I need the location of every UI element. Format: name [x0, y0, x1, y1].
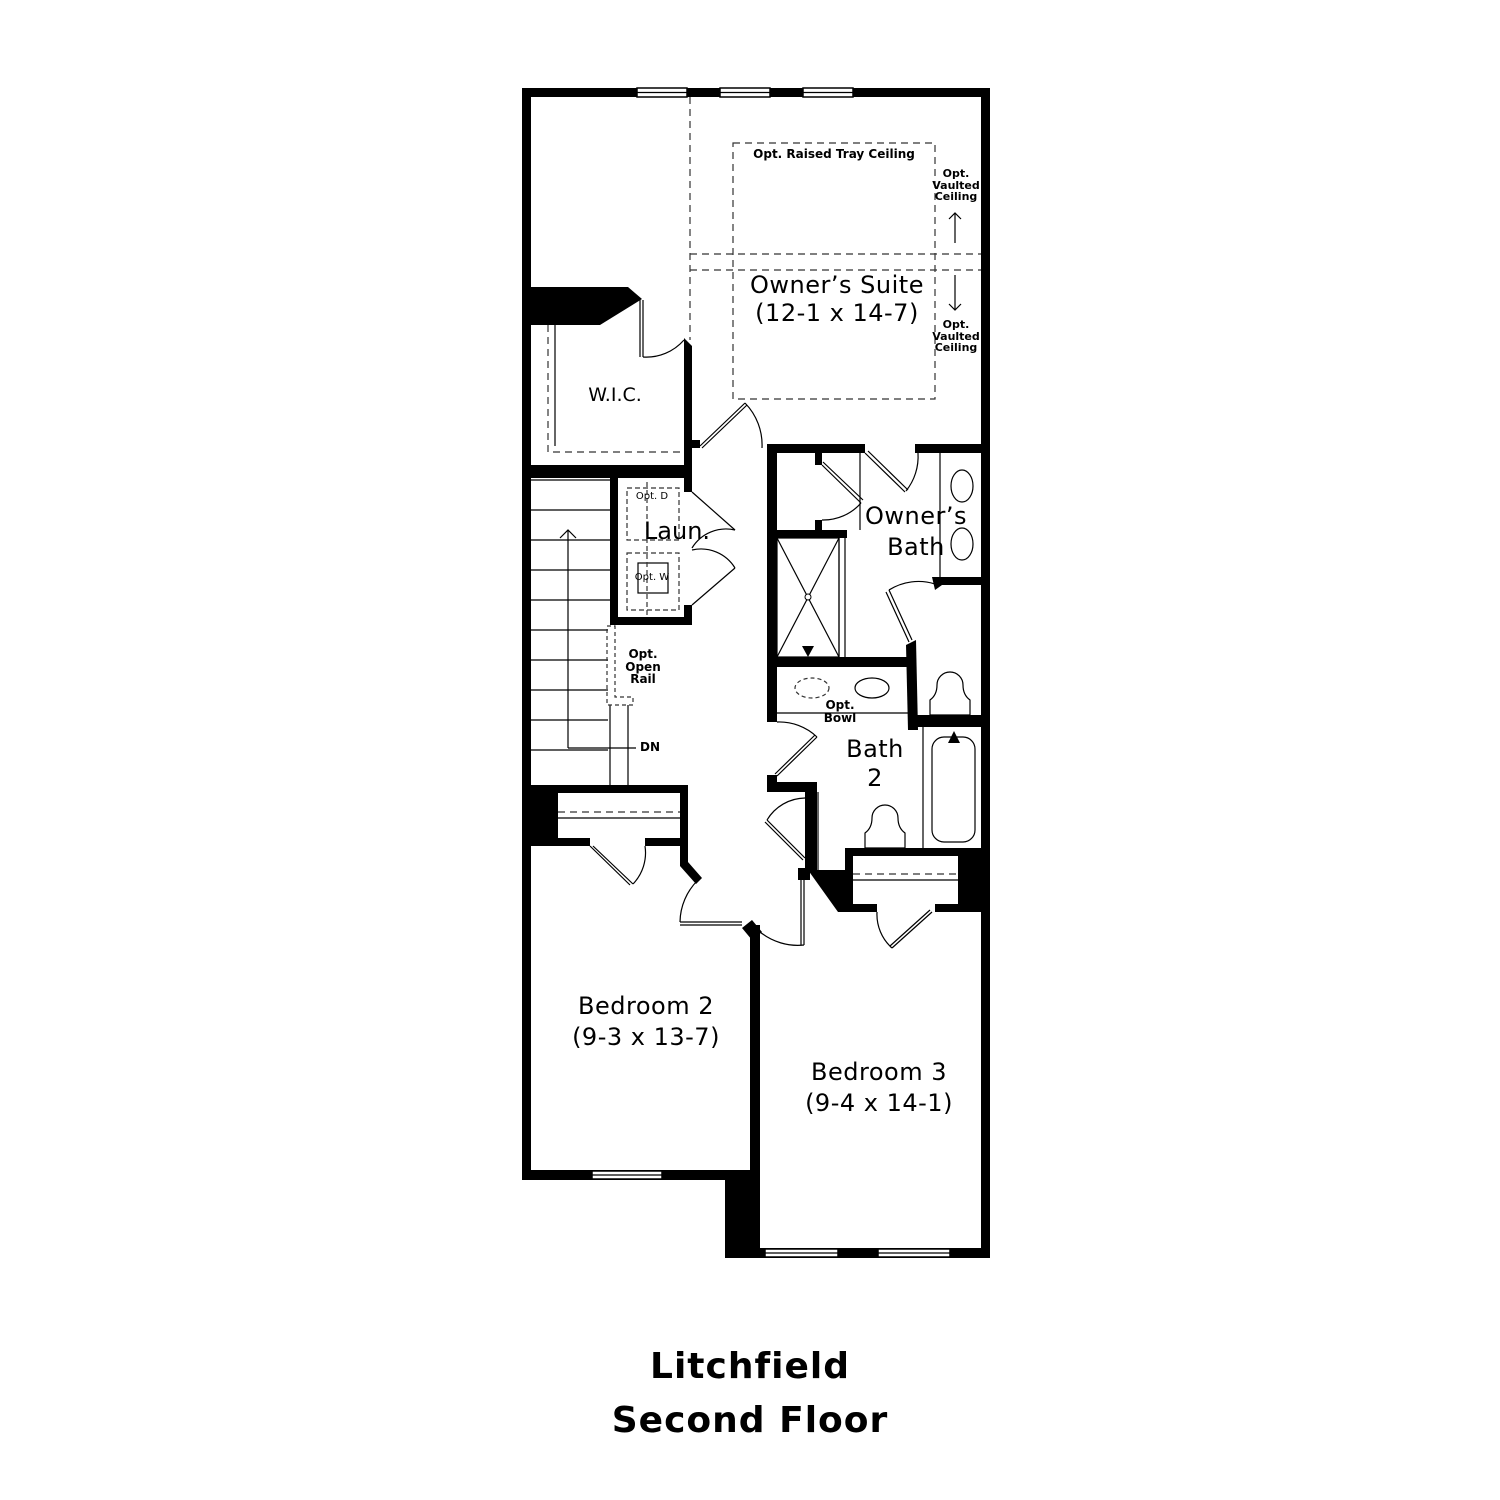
laundry-appliances — [626, 482, 680, 617]
room-size: (12-1 x 14-7) — [755, 298, 919, 327]
text: Ceiling — [934, 190, 978, 204]
room-name: Bedroom 3 — [811, 1058, 947, 1086]
text: Opt. — [942, 167, 970, 180]
room-name: Owner’s Suite — [750, 271, 924, 299]
owners-suite-label: Owner’s Suite (12-1 x 14-7) — [750, 271, 924, 327]
text: Owner’s — [865, 502, 967, 530]
interior-walls — [522, 287, 990, 1180]
plan-name: Litchfield — [650, 1346, 850, 1387]
staircase[interactable] — [531, 479, 636, 785]
stairs-down-label: DN — [639, 740, 661, 754]
text: Vaulted — [932, 329, 980, 343]
text: Bowl — [823, 710, 857, 725]
opt-dryer-label: Opt. D — [635, 491, 669, 502]
room-size: (9-3 x 13-7) — [572, 1023, 720, 1052]
laundry-label: Laun. — [643, 517, 711, 545]
text: Rail — [630, 672, 656, 687]
opt-washer-label: Opt. W — [634, 572, 670, 583]
plan-title: Litchfield Second Floor — [612, 1340, 889, 1448]
text: Bath — [887, 533, 945, 562]
room-name: Bedroom 2 — [578, 992, 714, 1020]
room-size: (9-4 x 14-1) — [805, 1089, 953, 1118]
closet-shelves — [547, 325, 958, 881]
text: Opt. — [628, 647, 658, 661]
bath-fixtures — [776, 453, 976, 849]
windows — [591, 87, 951, 1258]
text: 2 — [867, 763, 883, 792]
bedroom3-label: Bedroom 3 (9-4 x 14-1) — [805, 1057, 953, 1119]
bath2-label: Bath 2 — [846, 735, 904, 793]
doors — [589, 300, 936, 949]
ceiling-outlines — [689, 97, 981, 400]
wic-label: W.I.C. — [588, 384, 642, 406]
text: Opt. — [825, 698, 855, 712]
tray-ceiling-label: Opt. Raised Tray Ceiling — [753, 147, 915, 161]
open-rail-label: Opt. Open Rail — [625, 648, 660, 686]
floor-name: Second Floor — [611, 1400, 889, 1441]
text: Opt. — [942, 318, 970, 331]
opt-bowl-label: Opt. Bowl — [824, 699, 857, 724]
vaulted-ceiling-label-top: Opt. Vaulted Ceiling — [932, 168, 980, 203]
owners-bath-label: Owner’s Bath — [865, 501, 967, 563]
vaulted-ceiling-label-bottom: Opt. Vaulted Ceiling — [932, 319, 980, 354]
text: Vaulted — [932, 178, 980, 192]
bedroom2-label: Bedroom 2 (9-3 x 13-7) — [572, 991, 720, 1053]
text: Open — [625, 659, 661, 674]
text: Ceiling — [934, 341, 978, 355]
text: Bath — [846, 735, 904, 763]
